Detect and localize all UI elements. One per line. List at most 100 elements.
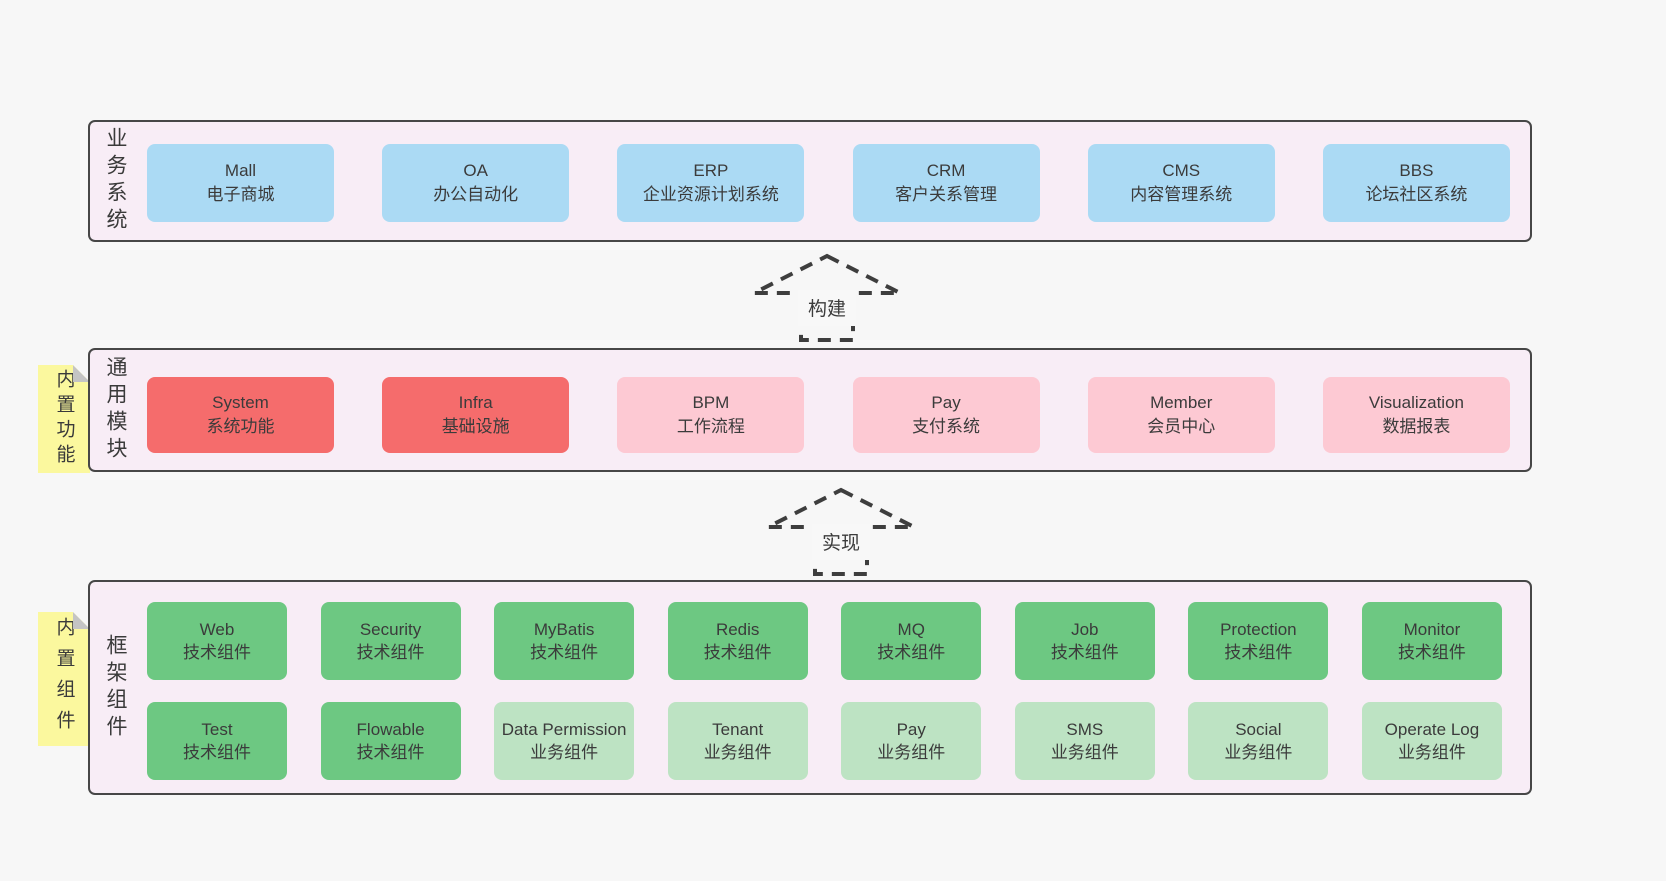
node-subtitle: 基础设施 [441,417,510,436]
node-security: Security 技术组件 [320,602,461,680]
node-title: ERP [693,161,729,180]
node-test: Test 技术组件 [147,702,287,780]
node-subtitle: 技术组件 [356,743,425,762]
node-subtitle: 办公自动化 [433,185,519,204]
node-subtitle: 技术组件 [356,643,425,662]
node-title: Web [199,620,235,639]
node-title: BBS [1399,161,1434,180]
node-monitor: Monitor 技术组件 [1361,602,1502,680]
node-title: Security [359,620,422,639]
node-subtitle: 技术组件 [877,643,946,662]
node-protection: Protection 技术组件 [1188,602,1329,680]
node-title: SMS [1066,720,1104,739]
node-erp: ERP 企业资源计划系统 [617,144,805,222]
node-subtitle: 电子商城 [206,185,275,204]
node-subtitle: 业务组件 [703,743,772,762]
node-bpm: BPM 工作流程 [617,377,805,453]
node-title: Redis [715,620,760,639]
node-title: Pay [896,720,926,739]
node-title: MyBatis [533,620,595,639]
node-subtitle: 系统功能 [206,417,275,436]
sticky-note-built-in-functions: 内置功能 [38,365,90,473]
node-title: Visualization [1368,393,1464,412]
node-subtitle: 工作流程 [676,417,745,436]
business-systems-row: Mall 电子商城 OA 办公自动化 ERP 企业资源计划系统 CRM 客户关系… [147,144,1510,222]
node-mall: Mall 电子商城 [147,144,334,222]
node-job: Job 技术组件 [1014,602,1155,680]
node-title: Flowable [356,720,425,739]
node-title: Pay [931,393,961,412]
business-systems-band: 业务系统 Mall 电子商城 OA 办公自动化 ERP 企业资源计划系统 CRM… [88,120,1532,242]
node-subtitle: 论坛社区系统 [1365,185,1468,204]
node-title: CMS [1162,161,1201,180]
node-data-permission: Data Permission 业务组件 [494,702,635,780]
node-subtitle: 技术组件 [1397,643,1466,662]
node-subtitle: 客户关系管理 [895,185,998,204]
sticky-label: 内置功能 [53,369,75,469]
arrow-build-icon: 构建 [753,253,901,342]
node-subtitle: 企业资源计划系统 [642,185,779,204]
band-side-label: 通用模块 [104,356,127,464]
node-subtitle: 业务组件 [1397,743,1466,762]
band-side-label: 框架组件 [104,633,127,742]
node-tenant: Tenant 业务组件 [667,702,808,780]
arrow-label: 构建 [808,298,846,320]
node-system: System 系统功能 [147,377,334,453]
node-title: Member [1150,393,1213,412]
node-flowable: Flowable 技术组件 [320,702,461,780]
node-title: Social [1235,720,1282,739]
node-subtitle: 数据报表 [1382,417,1451,436]
node-title: Mall [224,161,257,180]
node-member: Member 会员中心 [1087,377,1275,453]
node-subtitle: 内容管理系统 [1130,185,1233,204]
node-title: BPM [692,393,730,412]
node-cms: CMS 内容管理系统 [1087,144,1275,222]
node-subtitle: 技术组件 [1224,643,1293,662]
node-title: System [212,393,269,412]
node-title: Operate Log [1384,720,1480,739]
framework-components-band: 框架组件 Web 技术组件 Security 技术组件 MyBatis 技术组件… [88,580,1532,795]
node-visualization: Visualization 数据报表 [1322,377,1510,453]
node-pay-system: Pay 支付系统 [852,377,1040,453]
common-modules-row: System 系统功能 Infra 基础设施 BPM 工作流程 Pay 支付系统… [147,377,1510,453]
arrow-implement-icon: 实现 [767,487,915,576]
node-sms: SMS 业务组件 [1014,702,1155,780]
node-pay-component: Pay 业务组件 [841,702,982,780]
node-redis: Redis 技术组件 [667,602,808,680]
node-subtitle: 技术组件 [530,643,599,662]
node-subtitle: 会员中心 [1147,417,1216,436]
node-title: Data Permission [501,720,627,739]
node-title: Test [201,720,233,739]
node-social: Social 业务组件 [1188,702,1329,780]
node-crm: CRM 客户关系管理 [852,144,1040,222]
node-title: Monitor [1403,620,1461,639]
node-mq: MQ 技术组件 [841,602,982,680]
node-title: Tenant [712,720,764,739]
node-title: OA [463,161,488,180]
node-title: Protection [1220,620,1297,639]
sticky-note-built-in-components: 内置组件 [38,612,90,746]
common-modules-band: 通用模块 System 系统功能 Infra 基础设施 BPM 工作流程 Pay… [88,348,1532,472]
node-title: Infra [458,393,493,412]
sticky-label: 内置组件 [53,617,75,741]
node-title: Job [1071,620,1099,639]
arrow-label: 实现 [822,532,860,554]
node-operate-log: Operate Log 业务组件 [1361,702,1502,780]
node-mybatis: MyBatis 技术组件 [494,602,635,680]
node-web: Web 技术组件 [147,602,287,680]
node-subtitle: 技术组件 [183,743,251,762]
node-subtitle: 技术组件 [183,643,251,662]
node-title: CRM [926,161,966,180]
node-subtitle: 支付系统 [912,417,981,436]
node-title: MQ [897,620,925,639]
node-oa: OA 办公自动化 [382,144,570,222]
node-infra: Infra 基础设施 [382,377,570,453]
band-side-label: 业务系统 [104,127,127,235]
node-subtitle: 技术组件 [703,643,772,662]
node-subtitle: 技术组件 [1050,643,1119,662]
node-subtitle: 业务组件 [877,743,946,762]
node-bbs: BBS 论坛社区系统 [1322,144,1510,222]
framework-components-row-2: Test 技术组件 Flowable 技术组件 Data Permission … [147,702,1502,780]
node-subtitle: 业务组件 [1050,743,1119,762]
